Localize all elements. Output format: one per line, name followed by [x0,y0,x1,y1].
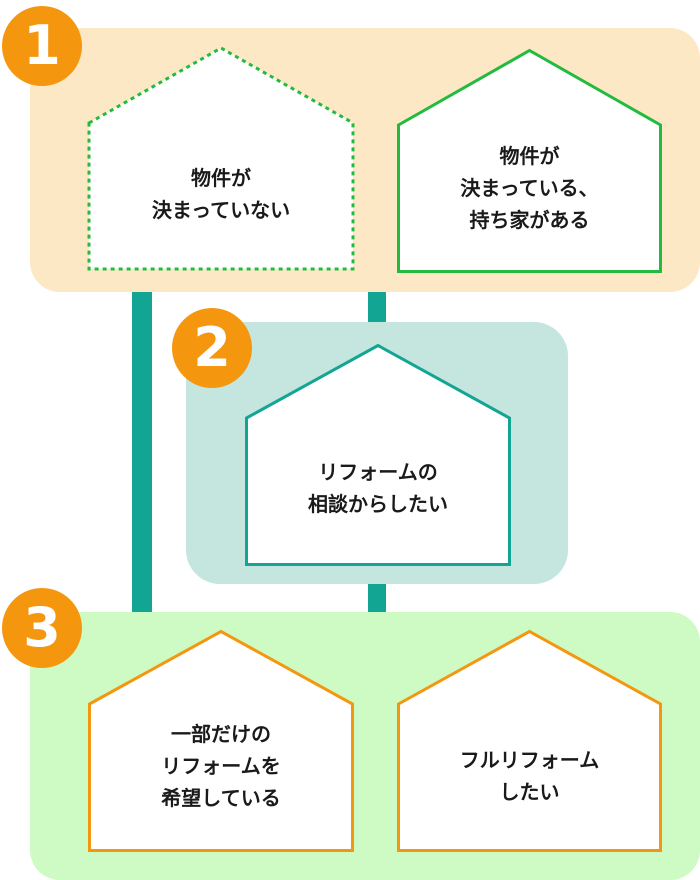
label-line: 決まっている、 [460,176,599,200]
step-2-badge: 2 [172,308,252,388]
label-line: 物件が [499,144,560,168]
label-line: リフォームの [318,460,438,484]
house-partial-reform-label: 一部だけの リフォームを 希望している [88,718,354,814]
house-has-property-label: 物件が 決まっている、 持ち家がある [397,140,662,236]
label-line: 一部だけの [171,722,271,746]
connector-line-top [368,292,386,322]
label-line: 持ち家がある [469,208,590,232]
label-line: フルリフォーム [459,748,600,772]
house-consultation-label: リフォームの 相談からしたい [245,456,511,520]
house-has-property-outline [397,48,662,273]
connector-line-left [132,292,152,612]
house-full-reform-outline [397,629,662,852]
label-line: 物件が [191,166,251,190]
house-full-reform-label: フルリフォーム したい [397,744,662,808]
house-consultation-outline [245,343,511,566]
house-partial-reform-outline [88,629,354,852]
step-1-badge: 1 [2,6,82,86]
label-line: 決まっていない [151,198,291,222]
label-line: したい [499,780,560,804]
house-no-property-label: 物件が 決まっていない [88,162,354,226]
step-3-badge: 3 [2,588,82,668]
house-no-property-outline [87,46,355,271]
label-line: 希望している [161,786,281,810]
connector-line-bottom [368,584,386,612]
label-line: 相談からしたい [308,492,448,516]
label-line: リフォームを [161,754,281,778]
